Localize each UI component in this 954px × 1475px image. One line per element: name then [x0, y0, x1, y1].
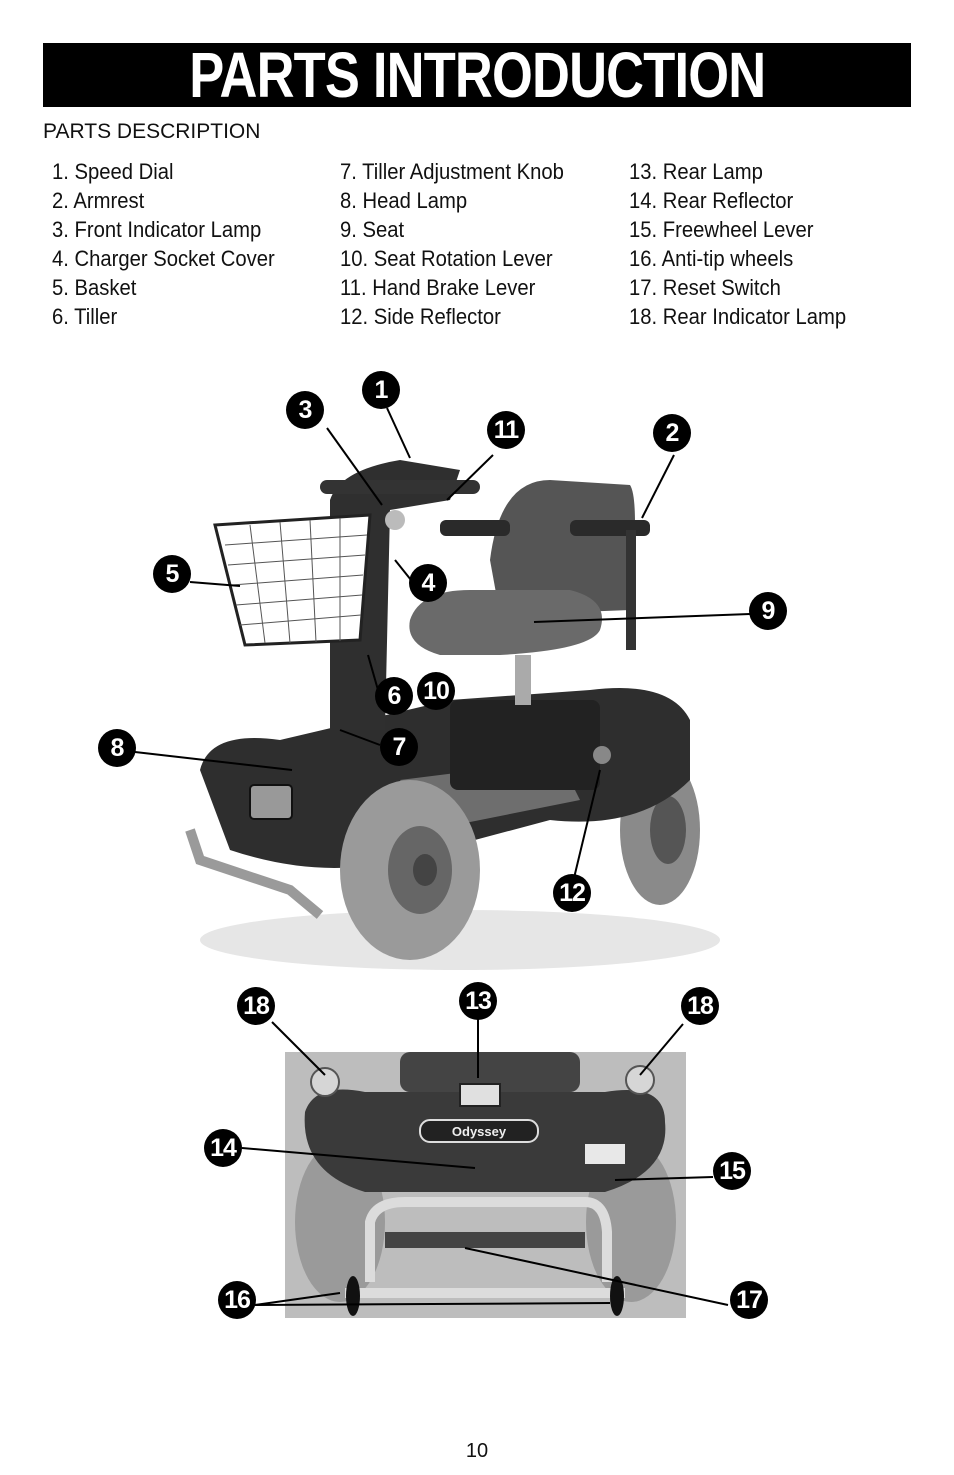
callout-3: 3	[286, 391, 324, 429]
list-item: 6. Tiller	[52, 304, 118, 329]
scooter-rear-photo: Odyssey	[285, 1052, 686, 1318]
callout-10: 10	[417, 672, 455, 710]
callout-16: 16	[218, 1281, 256, 1319]
list-item: 7. Tiller Adjustment Knob	[340, 159, 564, 184]
parts-list-column-3: 13. Rear Lamp 14. Rear Reflector 15. Fre…	[629, 157, 865, 331]
list-item: 12. Side Reflector	[340, 304, 501, 329]
callout-9: 9	[749, 592, 787, 630]
page-number: 10	[465, 1440, 489, 1462]
callout-8: 8	[98, 729, 136, 767]
parts-list-column-1: 1. Speed Dial 2. Armrest 3. Front Indica…	[52, 157, 294, 331]
list-item: 8. Head Lamp	[340, 188, 468, 213]
list-item: 1. Speed Dial	[52, 159, 174, 184]
callout-12: 12	[553, 874, 591, 912]
callout-18-left: 18	[237, 987, 275, 1025]
section-heading: PARTS DESCRIPTION	[43, 120, 261, 143]
callout-1: 1	[362, 371, 400, 409]
scooter-front-photo	[185, 460, 720, 970]
callout-5: 5	[153, 555, 191, 593]
list-item: 5. Basket	[52, 275, 137, 300]
callout-4: 4	[409, 564, 447, 602]
callout-7: 7	[380, 728, 418, 766]
list-item: 16. Anti-tip wheels	[629, 246, 794, 271]
callout-11: 11	[487, 411, 525, 449]
callout-14: 14	[204, 1129, 242, 1167]
page-title: PARTS INTRODUCTION	[43, 43, 911, 107]
callout-13: 13	[459, 982, 497, 1020]
callout-6: 6	[375, 677, 413, 715]
list-item: 9. Seat	[340, 217, 405, 242]
list-item: 14. Rear Reflector	[629, 188, 794, 213]
list-item: 15. Freewheel Lever	[629, 217, 814, 242]
callout-15: 15	[713, 1152, 751, 1190]
list-item: 11. Hand Brake Lever	[340, 275, 536, 300]
list-item: 13. Rear Lamp	[629, 159, 763, 184]
callout-17: 17	[730, 1281, 768, 1319]
list-item: 17. Reset Switch	[629, 275, 781, 300]
list-item: 2. Armrest	[52, 188, 145, 213]
list-item: 4. Charger Socket Cover	[52, 246, 275, 271]
brand-badge: Odyssey	[452, 1124, 507, 1139]
list-item: 10. Seat Rotation Lever	[340, 246, 553, 271]
callout-2: 2	[653, 414, 691, 452]
parts-list-column-2: 7. Tiller Adjustment Knob 8. Head Lamp 9…	[340, 157, 583, 331]
list-item: 3. Front Indicator Lamp	[52, 217, 262, 242]
callout-18-right: 18	[681, 987, 719, 1025]
list-item: 18. Rear Indicator Lamp	[629, 304, 847, 329]
